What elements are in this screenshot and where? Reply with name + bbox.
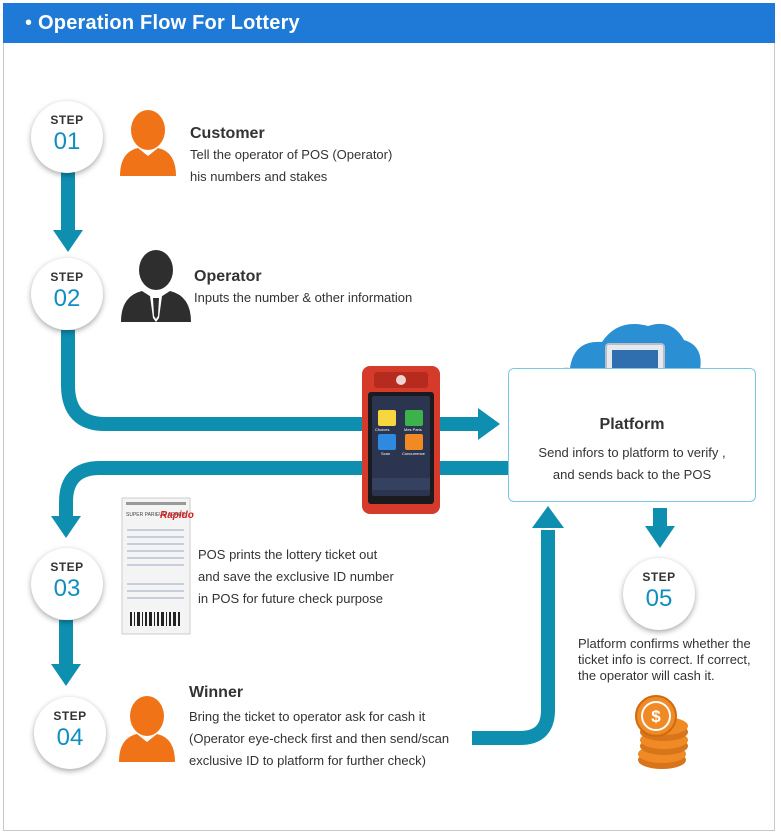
- winner-icon: [119, 696, 175, 762]
- flow-arrowheads: [51, 230, 675, 686]
- step-04-number: 04: [56, 724, 84, 751]
- customer-icon: [120, 110, 176, 176]
- arrow-head-03: [51, 516, 81, 538]
- arrow-head-05: [645, 526, 675, 548]
- step-03-line-1: POS prints the lottery ticket out: [198, 547, 378, 562]
- step-04-line-2: (Operator eye-check first and then send/…: [189, 731, 450, 746]
- arrow-head-02: [53, 230, 83, 252]
- pos-terminal-icon: [362, 366, 440, 514]
- connector-pos-03: [59, 461, 508, 516]
- platform-line-2: and sends back to the POS: [552, 467, 712, 482]
- step-02-circle: STEP 02: [31, 258, 103, 330]
- pos-app-label-2: Mes Paris: [404, 427, 422, 432]
- pos-app-label-1: Choices: [375, 427, 390, 432]
- connector-04-platform: [472, 530, 555, 745]
- step-01-line-2: his numbers and stakes: [190, 169, 328, 184]
- pos-app-label-4: Concurrence: [402, 451, 425, 456]
- header-bar: • Operation Flow For Lottery: [3, 3, 775, 43]
- step-05-number: 05: [645, 585, 673, 612]
- arrow-head-platform: [478, 408, 500, 440]
- step-05-line-1: Platform confirms whether the: [578, 636, 751, 651]
- step-02-title: Operator: [194, 268, 262, 285]
- platform-description: Send infors to platform to verify , and …: [508, 442, 756, 486]
- step-04-circle: STEP 04: [34, 697, 106, 769]
- arrow-head-up-platform: [532, 506, 564, 528]
- arrow-head-04: [51, 664, 81, 686]
- step-04-line-3: exclusive ID to platform for further che…: [189, 753, 426, 768]
- step-03-circle: STEP 03: [31, 548, 103, 620]
- coin-stack-icon: $: [635, 695, 688, 769]
- step-01-circle: STEP 01: [31, 101, 103, 173]
- lottery-ticket-icon: [121, 497, 191, 635]
- platform-line-1: Send infors to platform to verify ,: [538, 445, 726, 460]
- step-03-line-3: in POS for future check purpose: [198, 591, 383, 606]
- step-02-number: 02: [53, 285, 81, 312]
- step-02-line-1: Inputs the number & other information: [194, 290, 413, 305]
- platform-box: [508, 368, 756, 502]
- ticket-header-text: SUPER PARIEUR AGREE: [126, 512, 186, 518]
- step-05-label: STEP: [642, 570, 676, 584]
- step-03-line-2: and save the exclusive ID number: [198, 569, 394, 584]
- connector-02-pos: [61, 330, 478, 431]
- step-04-title: Winner: [189, 684, 244, 701]
- step-01-title: Customer: [190, 125, 265, 142]
- pos-app-label-3: Scan: [381, 451, 391, 456]
- step-01-line-1: Tell the operator of POS (Operator): [190, 147, 393, 162]
- step-01-label: STEP: [50, 113, 84, 127]
- operator-icon: [121, 250, 191, 322]
- step-05-circle: STEP 05: [623, 558, 695, 630]
- step-03-label: STEP: [50, 560, 84, 574]
- step-04-line-1: Bring the ticket to operator ask for cas…: [189, 709, 426, 724]
- platform-title: Platform: [599, 416, 665, 433]
- step-04-label: STEP: [53, 709, 87, 723]
- flow-connectors: [59, 170, 667, 745]
- step-03-number: 03: [53, 575, 81, 602]
- step-05-line-2: ticket info is correct. If correct,: [578, 652, 751, 667]
- svg-text:$: $: [651, 707, 661, 726]
- step-01-number: 01: [53, 128, 81, 155]
- step-02-label: STEP: [50, 270, 84, 284]
- ticket-brand-text: Rapido: [160, 510, 194, 521]
- step-05-line-3: the operator will cash it.: [578, 668, 715, 683]
- header-bullet: •: [25, 11, 33, 34]
- page-title: Operation Flow For Lottery: [38, 11, 300, 34]
